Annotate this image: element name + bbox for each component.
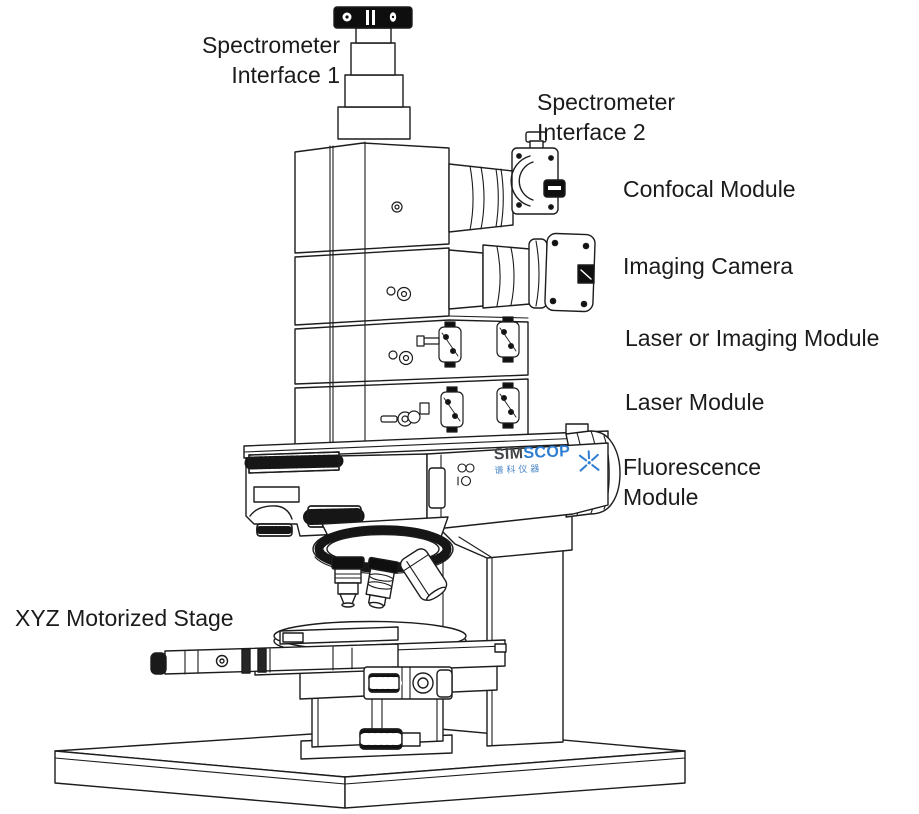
logo-sim: SIM [493,445,524,464]
spectrometer-interface-1-port [333,6,413,140]
label-line: Spectrometer [201,32,340,58]
confocal-tube [448,131,566,233]
interface-1-connector-bar [333,6,413,29]
laser-module-connectors [407,316,520,433]
focus-knob [303,505,366,528]
head-left-body [244,451,428,537]
stage-slot [279,626,399,645]
objective-lens [331,556,365,608]
label-spectrometer-interface-1: Spectrometer Interface 1 [148,30,340,90]
label-laser-or-imaging-module: Laser or Imaging Module [625,325,880,351]
filter-wheel [244,451,344,474]
stand-column [436,511,573,747]
spectrometer-interface-2-port [510,131,566,215]
label-confocal-module: Confocal Module [623,176,796,202]
label-spectrometer-interface-2: Spectrometer Interface 2 [537,87,675,147]
label-line: Interface 2 [537,119,646,145]
tower-side-screws [380,201,414,427]
module-tower [294,141,529,449]
label-xyz-motorized-stage: XYZ Motorized Stage [15,605,234,631]
label-line: Fluorescence [623,454,762,480]
objective-lenses [331,548,448,609]
simscop-logo: SIMSCOP 谱科仪器 [493,443,604,475]
objective-lens [365,556,400,609]
starburst-icon [578,450,600,472]
label-line: Interface 1 [231,62,340,88]
stage-cable-connector [359,728,421,750]
label-line: Module [623,484,699,510]
microscope-head [243,423,621,537]
xyz-stage [150,620,507,700]
head-logo-plate [426,442,609,531]
indicator-marks [457,463,475,487]
label-imaging-camera: Imaging Camera [623,253,794,279]
stage-motor-block [363,666,453,700]
label-laser-module: Laser Module [625,389,765,415]
stage-pedestal [300,689,453,760]
objective-lens [399,548,448,601]
imaging-camera-body [448,232,596,313]
logo-scop: SCOP [523,443,571,463]
port-lock-knob [543,179,566,198]
label-fluorescence-module: Fluorescence Module [623,452,761,512]
adjuster-pin [256,523,293,537]
label-line: Spectrometer [537,89,676,115]
